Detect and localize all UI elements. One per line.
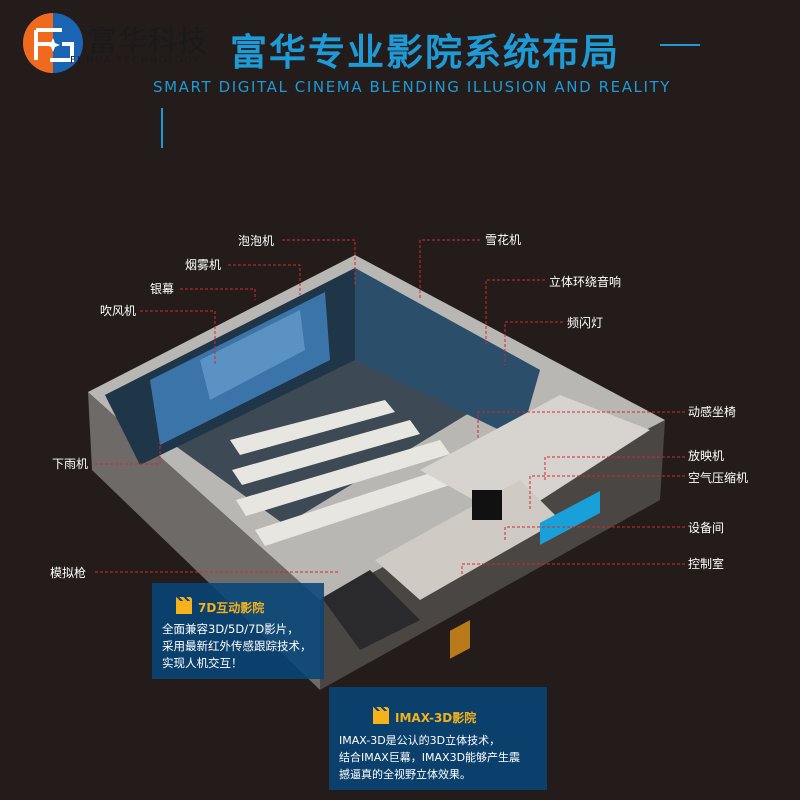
stairwell — [322, 570, 420, 650]
logo-mark — [23, 13, 83, 73]
label-wind-machine: 吹风机 — [100, 304, 137, 318]
seat-rows — [230, 400, 480, 546]
control-room — [375, 480, 560, 600]
label-snow-machine: 雪花机 — [485, 233, 522, 247]
label-bubble-machine: 泡泡机 — [238, 234, 275, 248]
logo-name-cn: 富华科技 — [88, 24, 209, 58]
card-imax-3d-cinema: IMAX-3D影院 IMAX-3D是公认的3D立体技术， 结合IMAX巨幕，IM… — [329, 687, 547, 790]
card-line: 结合IMAX巨幕，IMAX3D能够产生震 — [339, 751, 521, 764]
logo-name-en: FUHUA TECHNOLOGY — [70, 55, 201, 66]
poster — [450, 620, 470, 659]
label-surround-audio: 立体环绕音响 — [549, 275, 622, 289]
card-title: 7D互动影院 — [198, 601, 265, 615]
poster — [540, 490, 600, 545]
leader-lines — [95, 239, 685, 575]
label-projector: 放映机 — [688, 449, 725, 463]
label-smoke-machine: 烟雾机 — [185, 258, 222, 272]
right-hall-wall — [355, 268, 540, 440]
label-simulated-gun: 模拟枪 — [50, 566, 87, 580]
card-title: IMAX-3D影院 — [395, 711, 477, 725]
label-motion-seat: 动感坐椅 — [688, 405, 737, 419]
poster-wall — [450, 490, 600, 659]
card-7d-cinema: 7D互动影院 全面兼容3D/5D/7D影片， 采用最新红外传感跟踪技术， 实现人… — [152, 583, 324, 679]
label-strobe-light: 频闪灯 — [567, 316, 604, 330]
label-air-compressor: 空气压缩机 — [688, 471, 749, 485]
vertical-accent — [161, 108, 163, 148]
label-rain-machine: 下雨机 — [52, 457, 89, 471]
clapperboard-icon — [373, 707, 389, 724]
page-subtitle: SMART DIGITAL CINEMA BLENDING ILLUSION A… — [153, 78, 672, 96]
card-line: 采用最新红外传感跟踪技术， — [162, 639, 312, 653]
projector-box — [472, 490, 502, 520]
seat-row — [236, 440, 450, 516]
card-line: IMAX-3D是公认的3D立体技术， — [339, 734, 501, 747]
seat-row — [232, 420, 420, 485]
equipment-room — [420, 395, 650, 520]
label-control-room: 控制室 — [688, 557, 725, 571]
card-line: 全面兼容3D/5D/7D影片， — [162, 622, 299, 636]
screen-image — [200, 310, 305, 400]
card-line: 实现人机交互！ — [162, 656, 243, 670]
seat-row — [255, 460, 480, 546]
page-title: 富华专业影院系统布局 — [230, 31, 620, 74]
label-equipment-room: 设备间 — [688, 521, 725, 535]
card-line: 撼逼真的全视野立体效果。 — [339, 768, 471, 781]
seat-row — [230, 400, 395, 455]
clapperboard-icon — [176, 597, 192, 614]
label-screen: 银幕 — [150, 282, 175, 296]
title-divider — [660, 44, 700, 46]
